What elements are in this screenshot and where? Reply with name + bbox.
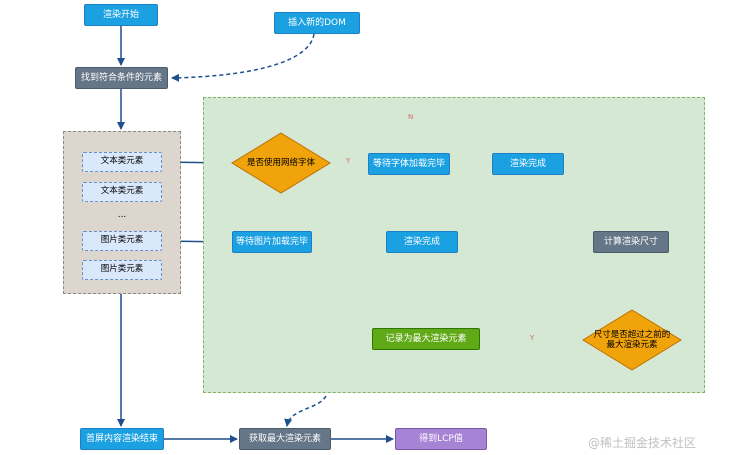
use-web-font-label: 是否使用网络字体 [246,157,315,168]
watermark-text: @稀土掘金技术社区 [588,436,697,450]
edge-insert-dom-to-find [171,33,315,82]
text-element-item-1: 文本类元素 [82,152,162,172]
get-lcp-node: 得到LCP值 [395,428,487,450]
render-done-font-node: 渲染完成 [492,153,564,175]
edge-label-no: N [408,113,414,121]
image-element-item-2: 图片类元素 [82,260,162,280]
text-element-item-2: 文本类元素 [82,182,162,202]
size-exceeds-diamond [582,309,682,371]
render-done-image-node: 渲染完成 [386,231,458,253]
wait-font-node: 等待字体加载完毕 [368,153,450,175]
find-elements-node: 找到符合条件的元素 [75,67,168,89]
record-max-node: 记录为最大渲染元素 [372,328,480,350]
calc-size-node: 计算渲染尺寸 [593,231,669,253]
size-exceeds-label: 尺寸是否超过之前的最大渲染元素 [593,329,671,350]
edge-label-yes-size: Y [530,334,535,342]
list-ellipsis: ... [117,210,127,220]
image-element-item-1: 图片类元素 [82,231,162,251]
insert-dom-node: 插入新的DOM [274,12,360,34]
edge-label-yes-font: Y [346,157,351,165]
get-max-node: 获取最大渲染元素 [239,428,331,450]
render-start-node: 渲染开始 [84,4,158,26]
use-web-font-diamond [231,132,331,194]
wait-image-node: 等待图片加载完毕 [232,231,312,253]
first-screen-done-node: 首屏内容渲染结束 [80,428,164,450]
